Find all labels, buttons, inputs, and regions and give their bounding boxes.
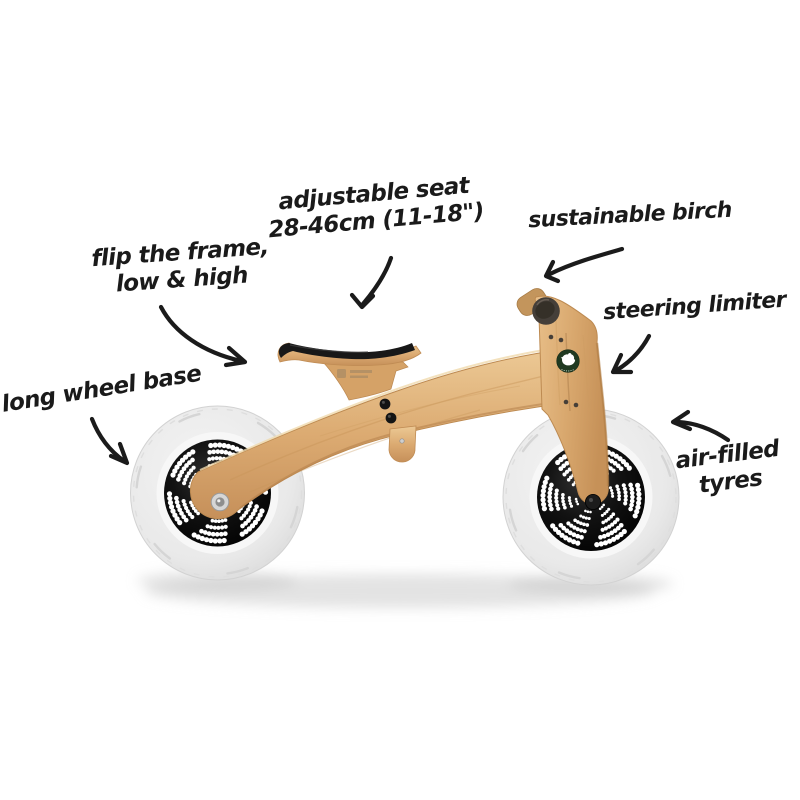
bird-icon bbox=[561, 353, 576, 366]
seat-post-tab bbox=[388, 425, 417, 463]
annotation-arrows bbox=[89, 246, 731, 466]
frame-plank bbox=[189, 346, 567, 520]
brand-logo bbox=[556, 349, 580, 373]
frame-bolts bbox=[379, 398, 397, 424]
arrow-steering-limiter bbox=[610, 333, 652, 375]
fork-plate bbox=[534, 295, 609, 505]
arrow-adjustable-seat bbox=[349, 255, 394, 310]
arrow-sustainable-birch bbox=[543, 246, 625, 284]
front-axle bbox=[585, 493, 602, 510]
front-hub-dot-pattern bbox=[540, 446, 642, 548]
seat-pad bbox=[278, 343, 415, 360]
arrow-air-filled-tyres bbox=[670, 409, 731, 443]
fork-screws bbox=[548, 334, 579, 408]
arrow-long-wheel-base bbox=[89, 416, 130, 466]
seat bbox=[277, 342, 422, 401]
tab-screw bbox=[399, 438, 405, 444]
rear-axle bbox=[210, 492, 230, 512]
front-fork bbox=[516, 288, 610, 505]
seat-stamp bbox=[337, 369, 372, 378]
arrow-flip-frame bbox=[158, 304, 248, 368]
handlebar-grip-knob bbox=[532, 297, 560, 325]
floor-shadow bbox=[137, 571, 673, 608]
rear-tread-marks bbox=[135, 412, 299, 575]
